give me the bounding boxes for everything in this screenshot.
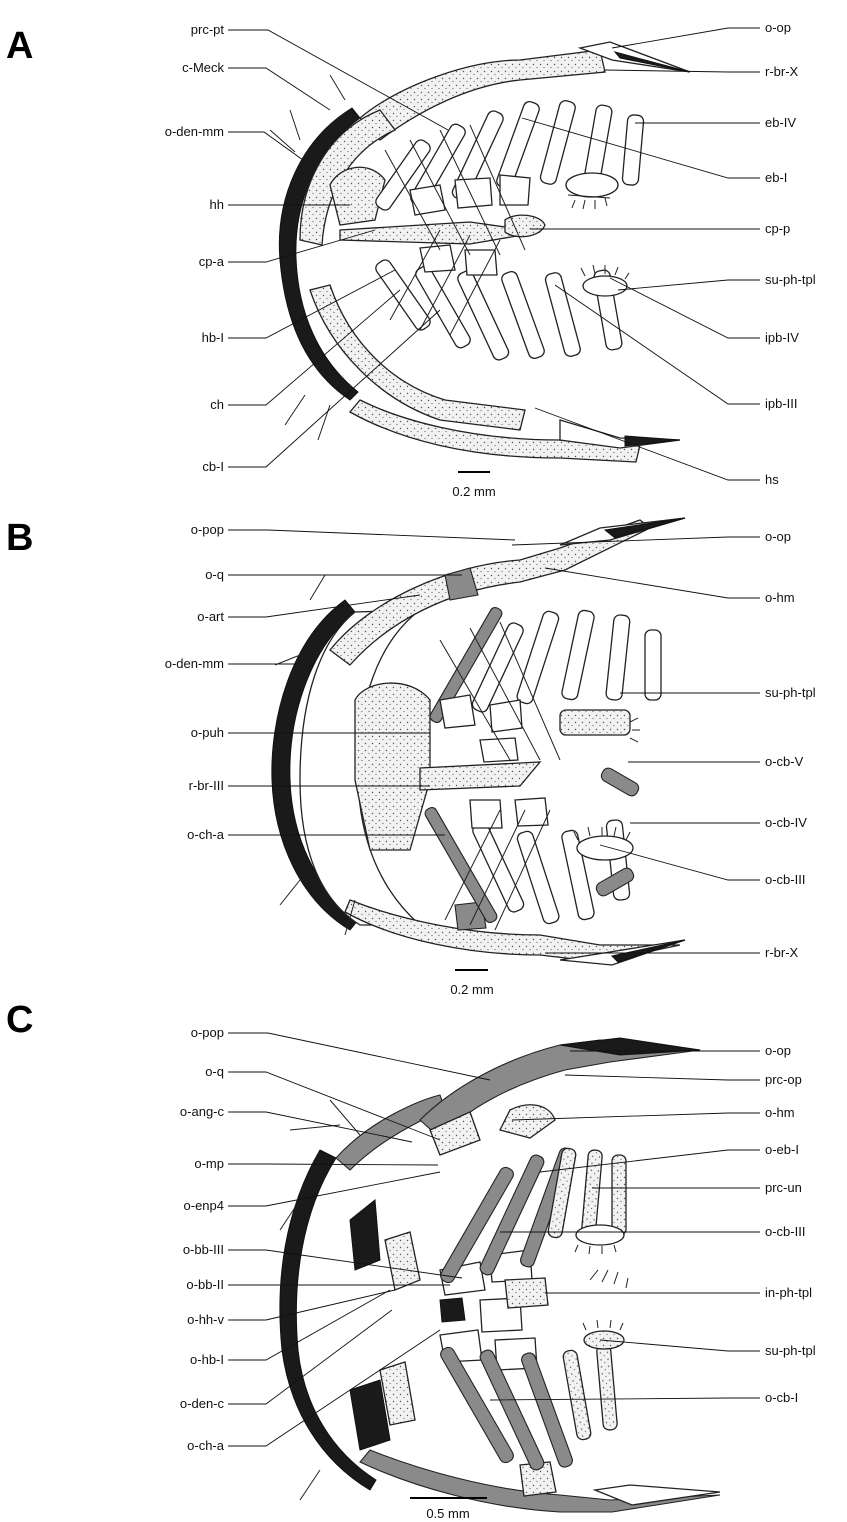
panel-b: B	[6, 517, 816, 997]
label-o-hb-i: o-hb-I	[190, 1352, 224, 1367]
panel-a-scale-bar: 0.2 mm	[452, 472, 495, 499]
label-r-br-x: r-br-X	[765, 64, 799, 79]
label-o-op: o-op	[765, 20, 791, 35]
label-ch: ch	[210, 397, 224, 412]
label-o-mp: o-mp	[194, 1156, 224, 1171]
label-o-cb-iii: o-cb-III	[765, 872, 805, 887]
panel-c-right-labels: o-op prc-op o-hm o-eb-I prc-un o-cb-III …	[765, 1043, 816, 1405]
label-hh: hh	[210, 197, 224, 212]
label-eb-iv: eb-IV	[765, 115, 796, 130]
panel-c: C	[6, 999, 816, 1521]
label-in-ph-tpl: in-ph-tpl	[765, 1285, 812, 1300]
label-prc-op: prc-op	[765, 1072, 802, 1087]
panel-b-left-labels: o-pop o-q o-art o-den-mm o-puh r-br-III …	[165, 522, 225, 842]
label-o-den-mm: o-den-mm	[165, 124, 224, 139]
label-o-ang-c: o-ang-c	[180, 1104, 225, 1119]
label-o-bb-iii: o-bb-III	[183, 1242, 224, 1257]
label-o-cb-i: o-cb-I	[765, 1390, 798, 1405]
label-o-q: o-q	[205, 567, 224, 582]
label-hs: hs	[765, 472, 779, 487]
panel-c-scale-bar: 0.5 mm	[410, 1498, 487, 1521]
label-o-ch-a: o-ch-a	[187, 1438, 225, 1453]
label-prc-pt: prc-pt	[191, 22, 225, 37]
panel-letter-b: B	[6, 517, 33, 559]
label-o-pop: o-pop	[191, 1025, 224, 1040]
label-o-bb-ii: o-bb-II	[186, 1277, 224, 1292]
label-o-op: o-op	[765, 1043, 791, 1058]
label-c-meck: c-Meck	[182, 60, 224, 75]
label-o-eb-i: o-eb-I	[765, 1142, 799, 1157]
label-o-cb-v: o-cb-V	[765, 754, 804, 769]
panel-b-drawing	[272, 518, 685, 965]
scale-bar-label-c: 0.5 mm	[426, 1506, 469, 1521]
label-su-ph-tpl: su-ph-tpl	[765, 272, 816, 287]
label-o-den-c: o-den-c	[180, 1396, 225, 1411]
label-o-pop: o-pop	[191, 522, 224, 537]
label-o-den-mm: o-den-mm	[165, 656, 224, 671]
label-hb-i: hb-I	[202, 330, 224, 345]
label-o-op: o-op	[765, 529, 791, 544]
label-eb-i: eb-I	[765, 170, 787, 185]
label-cb-i: cb-I	[202, 459, 224, 474]
panel-letter-c: C	[6, 999, 33, 1041]
label-o-puh: o-puh	[191, 725, 224, 740]
panel-a: A	[6, 20, 816, 499]
panel-c-drawing	[280, 1038, 720, 1512]
panel-a-right-labels: o-op r-br-X eb-IV eb-I cp-p su-ph-tpl ip…	[765, 20, 816, 487]
panel-b-right-labels: o-op o-hm su-ph-tpl o-cb-V o-cb-IV o-cb-…	[765, 529, 816, 960]
scale-bar-label-b: 0.2 mm	[450, 982, 493, 997]
label-o-enp4: o-enp4	[184, 1198, 224, 1213]
label-cp-a: cp-a	[199, 254, 225, 269]
panel-c-left-labels: o-pop o-q o-ang-c o-mp o-enp4 o-bb-III o…	[180, 1025, 225, 1453]
label-o-art: o-art	[197, 609, 224, 624]
panel-letter-a: A	[6, 25, 33, 67]
label-cp-p: cp-p	[765, 221, 790, 236]
label-r-br-x: r-br-X	[765, 945, 799, 960]
label-prc-un: prc-un	[765, 1180, 802, 1195]
panel-a-left-labels: prc-pt c-Meck o-den-mm hh cp-a hb-I ch c…	[165, 22, 225, 474]
label-o-q: o-q	[205, 1064, 224, 1079]
panel-a-drawing	[270, 42, 690, 462]
label-o-ch-a: o-ch-a	[187, 827, 225, 842]
label-o-hm: o-hm	[765, 590, 795, 605]
label-o-hh-v: o-hh-v	[187, 1312, 224, 1327]
label-o-cb-iv: o-cb-IV	[765, 815, 807, 830]
label-ipb-iii: ipb-III	[765, 396, 798, 411]
label-ipb-iv: ipb-IV	[765, 330, 799, 345]
label-o-hm: o-hm	[765, 1105, 795, 1120]
panel-b-scale-bar: 0.2 mm	[450, 970, 493, 997]
label-su-ph-tpl: su-ph-tpl	[765, 1343, 816, 1358]
label-r-br-iii: r-br-III	[189, 778, 224, 793]
scale-bar-label-a: 0.2 mm	[452, 484, 495, 499]
label-o-cb-iii: o-cb-III	[765, 1224, 805, 1239]
label-su-ph-tpl: su-ph-tpl	[765, 685, 816, 700]
